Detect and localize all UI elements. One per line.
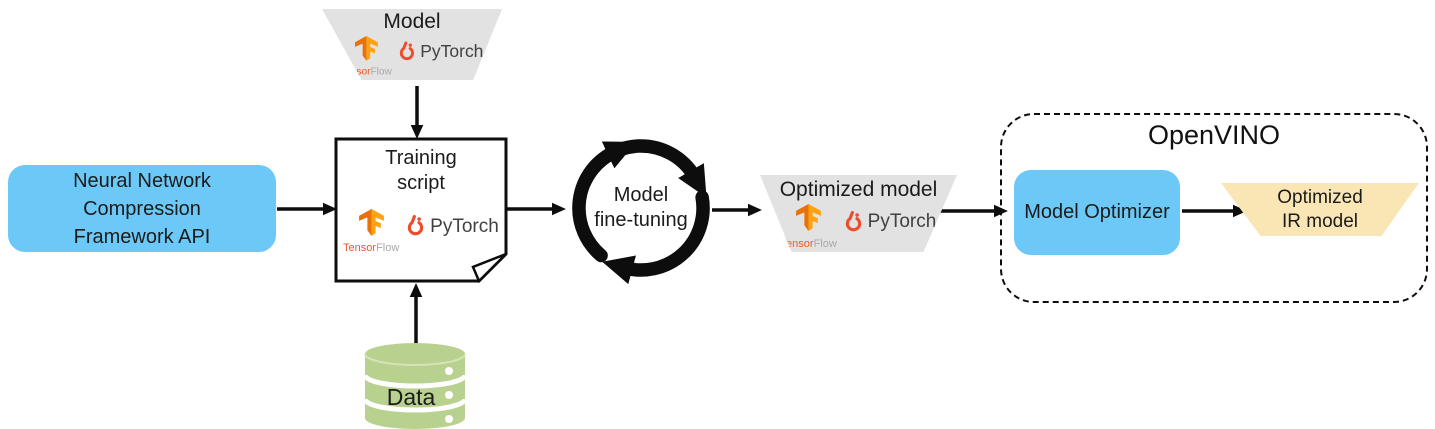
tensorflow-icon (358, 209, 384, 236)
pytorch-label: PyTorch (867, 211, 937, 232)
node-model-optimizer: Model Optimizer (1014, 170, 1180, 255)
tensorflow-label: TensorFlow (343, 242, 400, 254)
pytorch-logo: PyTorch (843, 209, 937, 235)
pytorch-logo: PyTorch (397, 41, 484, 64)
data-store-label: Data (386, 384, 436, 410)
folded-corner-icon (471, 252, 507, 283)
framework-logos: TensorFlow PyTorch (343, 208, 499, 261)
training-script-label-line2: script (397, 172, 445, 194)
tensorflow-logo: TensorFlow (343, 208, 399, 261)
fine-tuning-label-line2: fine-tuning (594, 209, 688, 231)
framework-logos: TensorFlow PyTorch (781, 203, 937, 252)
ir-model-label-line2: IR model (1281, 211, 1359, 232)
pytorch-icon (408, 215, 424, 236)
ir-model-label-line1: Optimized (1277, 187, 1363, 208)
pytorch-label: PyTorch (430, 216, 499, 237)
nncf-api-label-line3: Framework API (73, 225, 211, 248)
openvino-title: OpenVINO (1147, 120, 1281, 150)
pytorch-icon (400, 41, 415, 61)
node-training-script: Training script TensorFlow PyTorch (335, 139, 507, 279)
pytorch-label: PyTorch (420, 42, 484, 62)
database-icon (364, 343, 466, 429)
model-optimizer-label: Model Optimizer (1024, 201, 1170, 223)
node-model-input: Model TensorFlow PyTorch (322, 9, 502, 80)
framework-logos: TensorFlow PyTorch (340, 35, 484, 80)
tensorflow-icon (796, 204, 822, 231)
node-optimized-model: Optimized model TensorFlow PyTorch (760, 175, 957, 252)
optimized-model-label: Optimized model (779, 178, 938, 201)
node-optimized-ir-model: Optimized IR model (1221, 183, 1419, 236)
pytorch-logo: PyTorch (405, 214, 499, 239)
pytorch-icon (845, 210, 861, 231)
openvino-container: OpenVINO Model Optimizer Optimized IR mo… (1000, 113, 1428, 303)
fine-tuning-label-line1: Model (613, 184, 669, 206)
node-model-fine-tuning: Model fine-tuning (563, 183, 719, 233)
node-nncf-api: Neural Network Compression Framework API (8, 165, 276, 252)
training-script-document (334, 137, 508, 283)
training-script-label-line1: Training (385, 147, 457, 169)
cycle-arrows-icon (572, 139, 710, 285)
tensorflow-icon (354, 35, 378, 61)
nncf-api-label-line2: Compression (83, 197, 201, 220)
nncf-api-label-line1: Neural Network (73, 169, 211, 192)
model-input-label: Model (383, 10, 441, 33)
